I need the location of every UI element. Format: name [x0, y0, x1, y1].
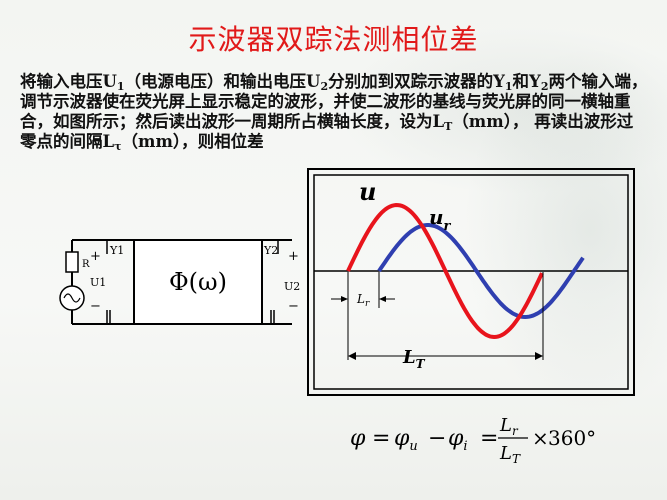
formula-times: ×	[532, 426, 549, 450]
formula-phi-i: φi	[448, 426, 468, 454]
paragraph-text: 分别加到双踪示波器的Y	[328, 72, 505, 91]
lr-label: Lr	[356, 292, 370, 309]
paragraph-text: （mm），则相位差	[121, 132, 264, 151]
paragraph-subscript: τ	[114, 140, 122, 153]
formula-angle: 360°	[548, 426, 596, 450]
description-paragraph: 将输入电压U1（电源电压）和输出电压U2分别加到双踪示波器的Y1和Y2两个输入端…	[20, 72, 648, 152]
paragraph-subscript: T	[444, 120, 453, 133]
paragraph-text: 和Y	[512, 72, 541, 91]
u-wave-label: u	[359, 177, 376, 206]
u-waveform	[346, 202, 544, 340]
resistor	[65, 251, 79, 273]
oscilloscope-screen: u ur Lr LT	[307, 168, 635, 396]
formula-eq-2: =	[480, 426, 498, 451]
formula-minus: −	[428, 426, 446, 451]
plus-left: +	[90, 249, 101, 264]
u1-label: U1	[90, 276, 106, 289]
paragraph-text: （mm）， 再读出波形过零点的间隔L	[20, 112, 634, 151]
phase-formula: φ = φu − φi = Lr LT × 360°	[350, 415, 596, 466]
scope-frame-inner	[313, 174, 629, 390]
circuit-diagram: Φ(ω) R + Y1 U1 − Y2 + U2 −	[59, 239, 300, 325]
ur-wave-label: ur	[429, 205, 452, 234]
formula-numerator: Lr	[499, 415, 519, 438]
lt-label: LT	[402, 347, 426, 371]
scope-frame-outer	[307, 168, 635, 396]
paragraph-subscript: 1	[504, 80, 513, 93]
formula-phi: φ	[350, 426, 366, 451]
ur-waveform	[377, 223, 585, 320]
paragraph-subscript: 2	[540, 80, 549, 93]
r-label: R	[82, 259, 90, 270]
paragraph-text: 两个输入端，调节示波器使在荧光屏上显示稳定的波形，并使二波形的基线与荧光屏的同一…	[20, 72, 648, 131]
formula-eq-1: =	[372, 426, 390, 451]
plus-right: +	[288, 249, 299, 264]
y2-label: Y2	[263, 244, 278, 257]
u2-label: U2	[284, 280, 300, 293]
y1-label: Y1	[109, 244, 124, 257]
paragraph-subscript: 1	[116, 80, 125, 93]
slide-title: 示波器双踪法测相位差	[188, 23, 479, 56]
paragraph-subscript: 2	[320, 80, 329, 93]
paragraph-text: 将输入电压U	[20, 72, 117, 91]
minus-right: −	[288, 299, 299, 314]
formula-denominator: LT	[499, 443, 521, 466]
transfer-block	[133, 239, 263, 325]
minus-left: −	[90, 299, 101, 314]
paragraph-text: （电源电压）和输出电压U	[124, 72, 321, 91]
block-label: Φ(ω)	[169, 268, 227, 296]
formula-phi-u: φu	[394, 426, 418, 454]
